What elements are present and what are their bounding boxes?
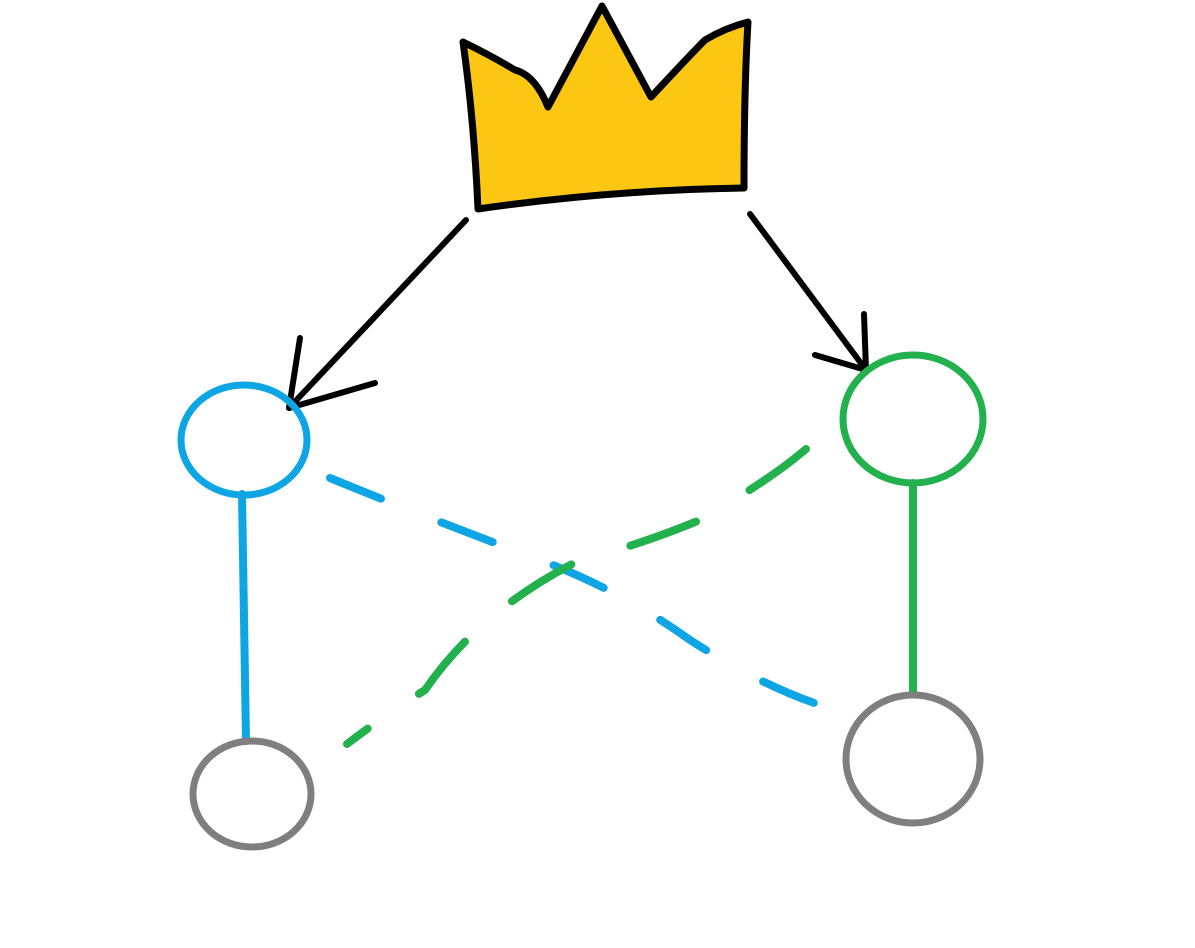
gray-node-right — [842, 691, 984, 827]
green-node — [839, 351, 987, 487]
arrow-head — [286, 335, 378, 411]
arrow-to-blue-node — [286, 217, 469, 411]
dashed-edge-blue-to-gray-right — [326, 474, 824, 709]
solid-edge-blue-to-gray-left — [238, 490, 250, 745]
gray-node-left — [189, 737, 315, 851]
crown-icon — [459, 2, 752, 213]
arrow-shaft — [747, 211, 869, 373]
arrow-shaft — [286, 217, 469, 411]
blue-node — [177, 381, 311, 499]
